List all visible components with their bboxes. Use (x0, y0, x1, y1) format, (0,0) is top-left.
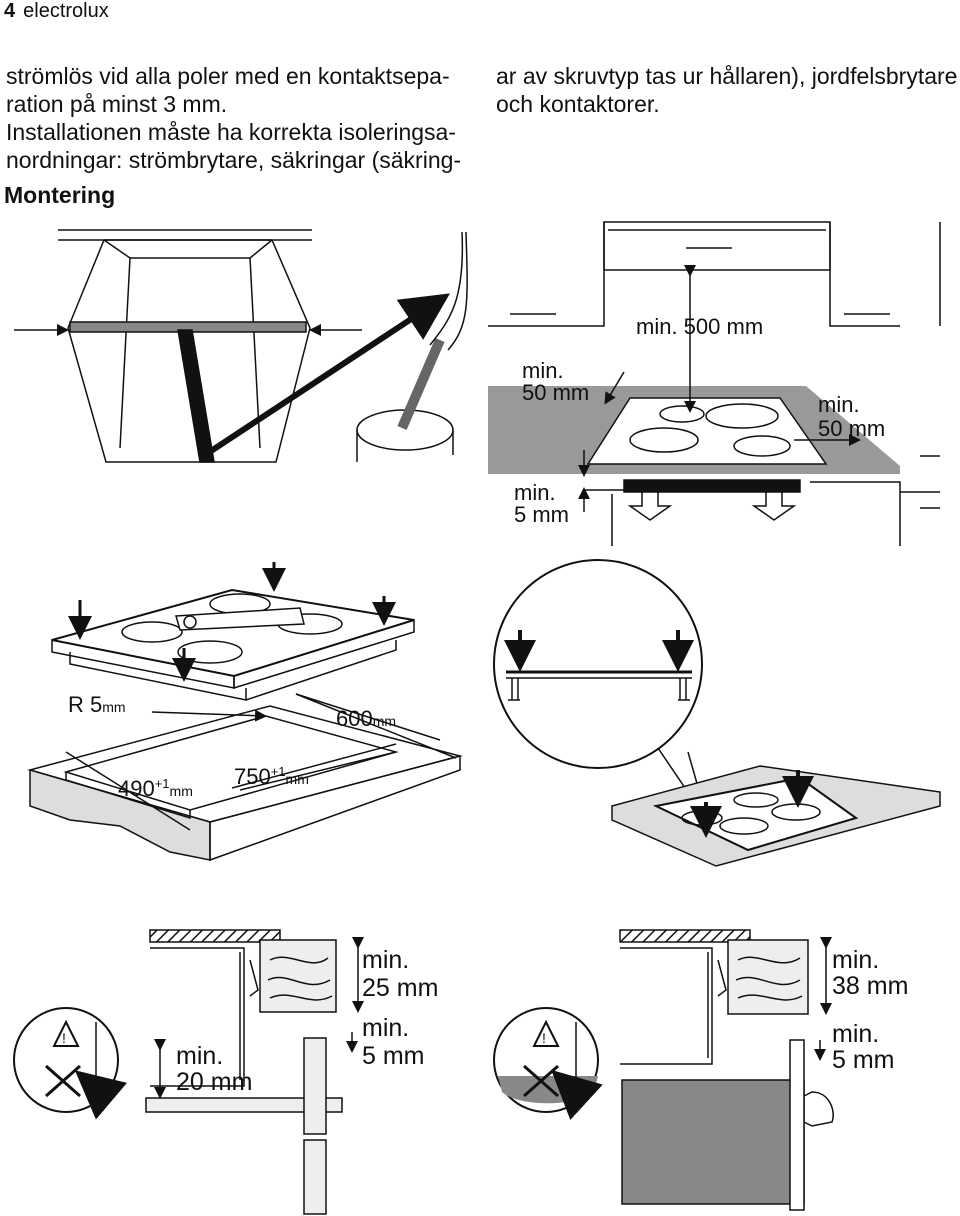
left-text-column: strömlös vid alla poler med en kontaktse… (6, 62, 461, 174)
label-min-5-1: min. (514, 480, 556, 505)
label-min-50-right-1: min. (818, 392, 860, 417)
label-490: 490+1mm (118, 776, 193, 801)
label-600: 600mm (336, 706, 396, 731)
label-min-5-right-2: 5 mm (832, 1046, 895, 1074)
brand-name: electrolux (23, 0, 109, 22)
figure-cutout-dimensions (27, 562, 463, 862)
label-min-25-1: min. (362, 946, 409, 974)
figure-press-in-detail (493, 559, 941, 867)
label-min-5-left-2: 5 mm (362, 1042, 425, 1070)
label-min-20-2: 20 mm (176, 1068, 252, 1096)
label-min-50-left-2: 50 mm (522, 380, 589, 405)
right-text-column: ar av skruvtyp tas ur hållaren), jordfel… (496, 62, 957, 118)
figure-clearance-right (493, 929, 834, 1211)
figure-clearance-left (13, 929, 364, 1215)
warning-mark-left: ! (62, 1030, 66, 1046)
label-min-50-left-1: min. (522, 358, 564, 383)
text-line: nordningar: strömbrytare, säkringar (säk… (6, 147, 462, 173)
text-line: ar av skruvtyp tas ur hållaren), jordfel… (496, 63, 958, 89)
text-line: ration på minst 3 mm. (6, 91, 228, 117)
figure-cabinet-strip (14, 229, 468, 463)
label-min-38-1: min. (832, 946, 879, 974)
page-number: 4 (4, 0, 16, 22)
text-line: strömlös vid alla poler med en kontaktse… (6, 63, 450, 89)
label-min-5-left-1: min. (362, 1014, 409, 1042)
label-min-20-1: min. (176, 1042, 223, 1070)
warning-mark-right: ! (542, 1030, 546, 1046)
page-header: 4 electrolux (4, 0, 109, 23)
label-radius: R 5mm (68, 692, 126, 717)
section-heading: Montering (4, 182, 116, 208)
label-min-50-right-2: 50 mm (818, 416, 885, 441)
label-750: 750+1mm (234, 764, 309, 789)
label-min-500: min. 500 mm (636, 314, 763, 339)
label-min-25-2: 25 mm (362, 974, 438, 1002)
label-min-5-right-1: min. (832, 1020, 879, 1048)
text-line: Installationen måste ha korrekta isoleri… (6, 119, 457, 145)
label-min-38-2: 38 mm (832, 972, 908, 1000)
text-line: och kontaktorer. (496, 91, 660, 117)
figure-kitchen-clearances (488, 221, 941, 546)
label-min-5-2: 5 mm (514, 502, 569, 527)
